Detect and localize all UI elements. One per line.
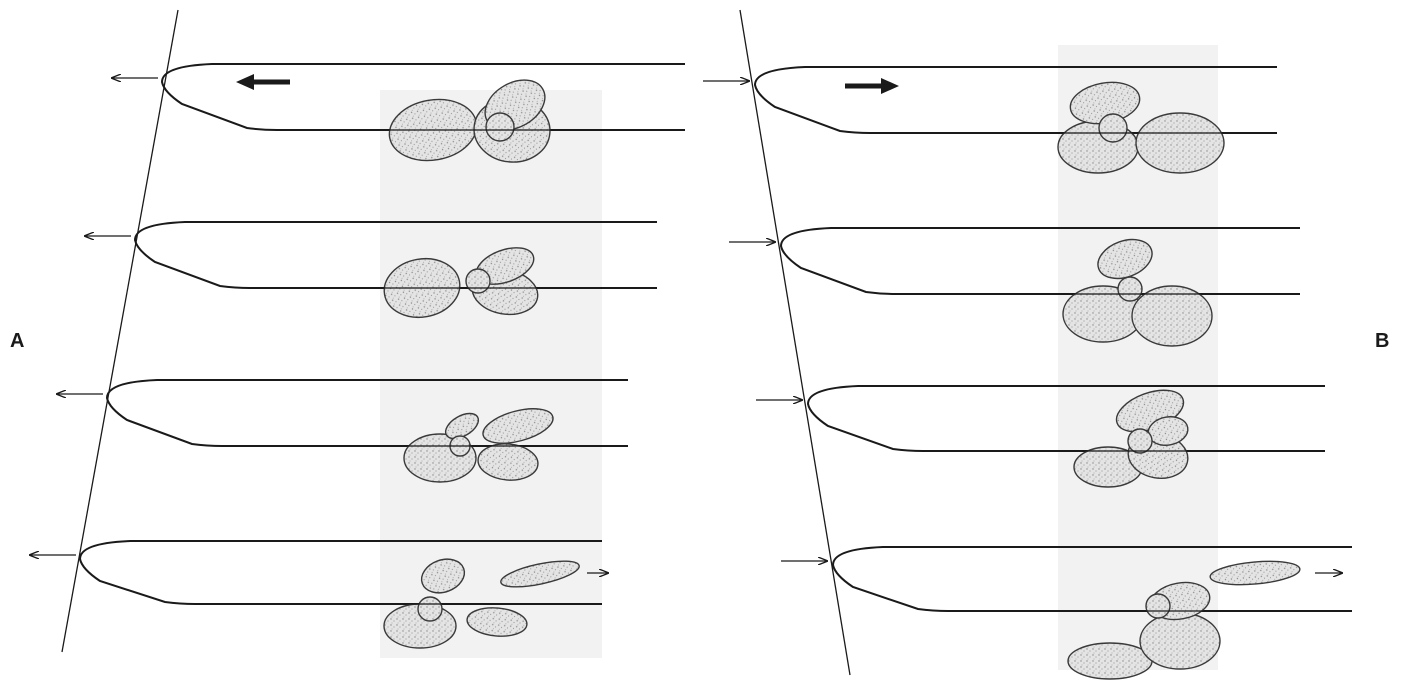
direction-arrow-b bbox=[845, 78, 899, 94]
reference-line-a bbox=[62, 10, 178, 652]
lobe-a4-4 bbox=[418, 597, 442, 621]
lobe-b4-4 bbox=[1146, 594, 1170, 618]
lobe-b4-2 bbox=[1209, 558, 1301, 588]
lobe-b4-0 bbox=[1068, 643, 1152, 679]
lobe-a2-3 bbox=[466, 269, 490, 293]
direction-arrow-a bbox=[236, 74, 290, 90]
lobe-b1-3 bbox=[1099, 114, 1127, 142]
lobe-b2-1 bbox=[1132, 286, 1212, 346]
row-b3 bbox=[756, 382, 1325, 487]
neurite-outline-b2 bbox=[781, 228, 1300, 294]
lobe-b2-3 bbox=[1118, 277, 1142, 301]
reference-line-b bbox=[740, 10, 850, 675]
lobe-b1-1 bbox=[1136, 113, 1224, 173]
lobe-a1-3 bbox=[486, 113, 514, 141]
lobe-b3-4 bbox=[1128, 429, 1152, 453]
lobe-b4-1 bbox=[1140, 613, 1220, 669]
